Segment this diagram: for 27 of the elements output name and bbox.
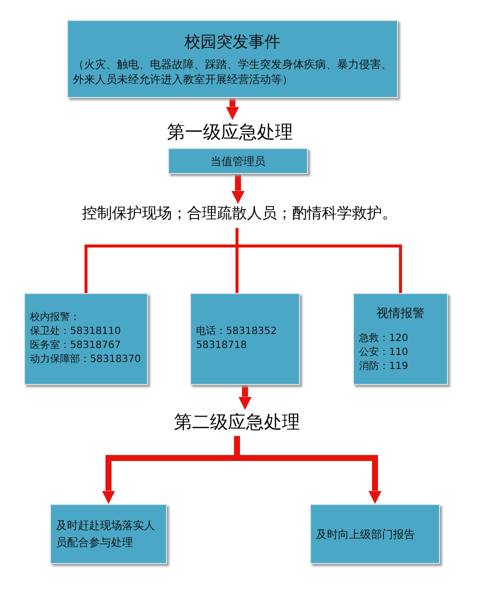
- heading-text: 第二级应急处理: [173, 411, 301, 434]
- arrow: [238, 385, 252, 410]
- box-text: 及时赶赴现场落实人员配合参与处理: [56, 518, 156, 551]
- box-text: 保卫处：58318110: [30, 325, 122, 339]
- box-text: 公安：110: [359, 346, 410, 360]
- role-box: [168, 148, 308, 174]
- box-title: 视情报警: [376, 304, 426, 322]
- arrow: [226, 98, 240, 120]
- heading-text: 控制保护现场；合理疏散人员；酌情科学救护。: [82, 204, 392, 223]
- box-title: 校园突发事件: [184, 32, 282, 52]
- box-text: 医务室：58318767: [30, 339, 122, 353]
- heading-text: 第一级应急处理: [166, 121, 294, 144]
- box-text: 消防：119: [359, 360, 410, 374]
- arrow: [231, 174, 245, 204]
- box-text: 动力保障部：58318370: [30, 353, 142, 367]
- box-text: 当值管理员: [210, 154, 266, 170]
- contact-box: [24, 293, 148, 385]
- box-text: 急救：120: [359, 332, 410, 346]
- box-text: 校内报警：: [30, 311, 81, 325]
- contact-box: [190, 293, 300, 385]
- task-box: [310, 504, 440, 564]
- box-text: 及时向上级部门报告: [316, 526, 416, 542]
- task-box: [50, 504, 167, 564]
- box-text: （火灾、触电、电器故障、踩踏、学生突发身体疾病、暴力侵害、外来人员未经允许进入教室开展经营活动等）: [73, 56, 392, 86]
- event-box: [67, 20, 398, 98]
- contact-box: [353, 293, 448, 385]
- box-text: 电话：58318352 58318718: [196, 325, 278, 353]
